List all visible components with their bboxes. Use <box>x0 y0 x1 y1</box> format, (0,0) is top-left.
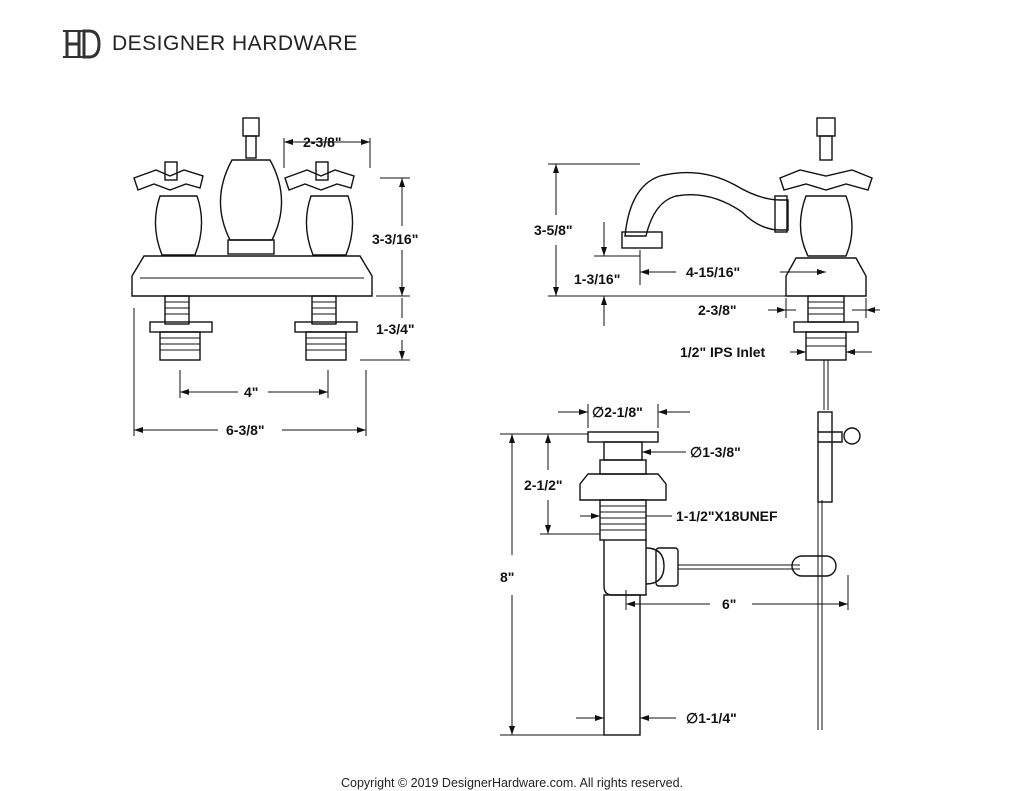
drain-dimension-lines <box>500 404 849 736</box>
pop-up-drain <box>579 431 837 736</box>
brand-name: DESIGNER HARDWARE <box>112 32 358 55</box>
dim-spout-clearance: 1-3/16" <box>574 271 620 287</box>
dim-drain-total-height: 8" <box>500 569 514 585</box>
dim-stopper-diameter: ∅1-3/8" <box>690 444 741 460</box>
dim-spout-reach: 4-15/16" <box>686 264 740 280</box>
side-dimension-lines <box>548 163 880 355</box>
dim-center-spread: 4" <box>244 384 258 400</box>
dim-front-height: 3-3/16" <box>372 231 418 247</box>
dim-tailpiece-diameter: ∅1-1/4" <box>686 710 737 726</box>
dim-drain-body-height: 2-1/2" <box>524 477 563 493</box>
dim-shank-length: 1-3/4" <box>376 321 415 337</box>
faucet-side-view <box>621 117 873 730</box>
dim-lift-rod-length: 6" <box>722 596 736 612</box>
dim-inlet: 1/2" IPS Inlet <box>680 344 766 360</box>
dim-drain-thread: 1-1/2"X18UNEF <box>676 508 778 524</box>
front-dimension-lines <box>133 138 410 436</box>
dim-overall-width: 6-3/8" <box>226 422 265 438</box>
dim-spout-spacing: 2-3/8" <box>303 134 342 150</box>
dim-flange-diameter: ∅2-1/8" <box>592 404 643 420</box>
brand-header: DESIGNER HARDWARE <box>62 26 358 62</box>
faucet-front-view <box>131 117 373 361</box>
dim-base-diameter: 2-3/8" <box>698 302 737 318</box>
dim-spout-height: 3-5/8" <box>534 222 573 238</box>
dh-monogram-logo <box>63 29 101 59</box>
copyright-notice: Copyright © 2019 DesignerHardware.com. A… <box>341 776 683 790</box>
